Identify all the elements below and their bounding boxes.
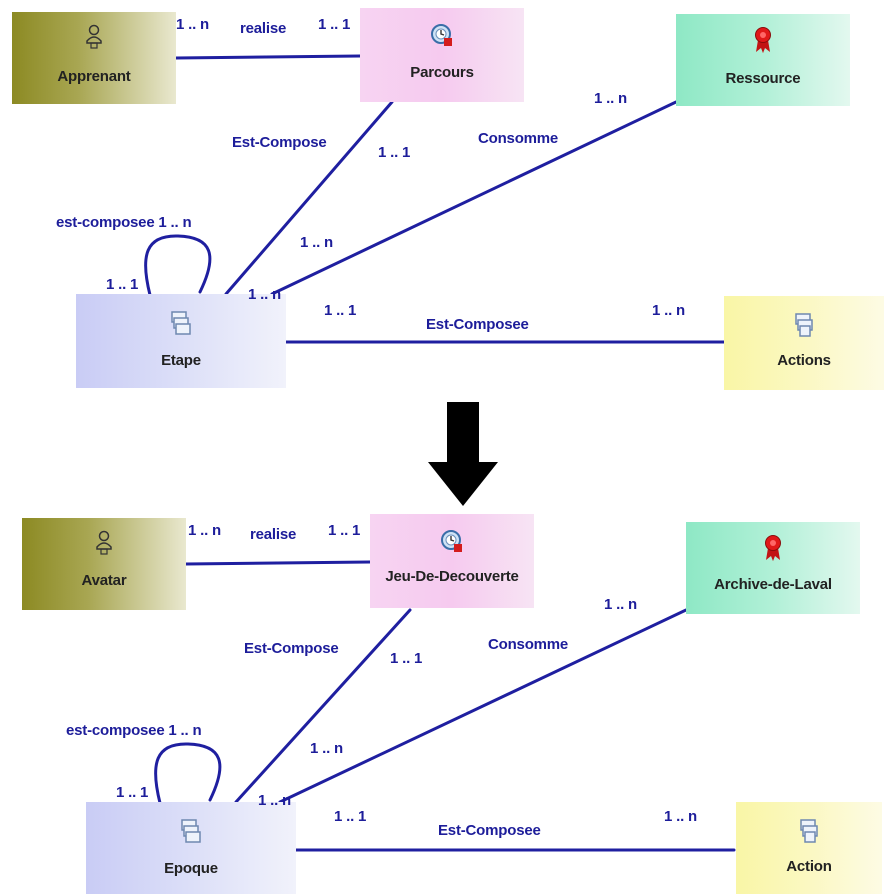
edge-realise-bottom [184, 560, 372, 566]
node-avatar[interactable]: Avatar [22, 518, 186, 610]
node-actions[interactable]: Actions [724, 296, 884, 390]
actor-icon [22, 530, 186, 561]
node-label: Apprenant [57, 68, 131, 85]
cardinality-label: 1 .. n [310, 740, 343, 757]
cardinality-label: 1 .. n [652, 302, 685, 319]
node-label: Parcours [410, 64, 474, 81]
clock-badge-icon [360, 22, 524, 53]
cardinality-label: 1 .. n [176, 16, 209, 33]
cardinality-label: 1 .. n [604, 596, 637, 613]
node-epoque[interactable]: Epoque [86, 802, 296, 894]
self-loop-top [144, 234, 212, 297]
edge-label-realise: realise [240, 20, 287, 37]
stacked-pages-icon [76, 310, 286, 343]
edge-est-compose-top [224, 100, 394, 296]
edge-label-consomme: Consomme [488, 636, 569, 653]
edge-consomme-bottom [278, 608, 688, 804]
cardinality-label: 1 .. n [248, 286, 281, 303]
cardinality-label: 1 .. 1 [378, 144, 411, 161]
node-etape[interactable]: Etape [76, 294, 286, 388]
cardinality-label: 1 .. n [300, 234, 333, 251]
stacked-pages-icon [724, 312, 884, 345]
cardinality-label: 1 .. 1 [106, 276, 139, 293]
cardinality-label: 1 .. n [258, 792, 291, 809]
actor-icon [12, 24, 176, 55]
node-jeu-de-decouverte[interactable]: Jeu-De-Decouverte [370, 514, 534, 608]
stacked-pages-icon [736, 818, 882, 851]
cardinality-label: 1 .. n [594, 90, 627, 107]
edge-label-est-composee: Est-Composee [426, 316, 529, 333]
node-ressource[interactable]: Ressource [676, 14, 850, 106]
cardinality-label: 1 .. 1 [318, 16, 351, 33]
award-ribbon-icon [676, 26, 850, 59]
cardinality-label: 1 .. 1 [116, 784, 149, 801]
edge-label-est-compose: Est-Compose [244, 640, 339, 657]
cardinality-label: 1 .. 1 [334, 808, 367, 825]
node-label: Actions [777, 352, 831, 369]
node-label: Jeu-De-Decouverte [385, 568, 519, 585]
node-action[interactable]: Action [736, 802, 882, 894]
node-label: Ressource [725, 70, 801, 87]
stacked-pages-icon [86, 818, 296, 851]
edge-label-est-composee: Est-Composee [438, 822, 541, 839]
edge-label-realise: realise [250, 526, 297, 543]
edge-label-est-compose: Est-Compose [232, 134, 327, 151]
node-label: Action [786, 858, 832, 875]
node-label: Epoque [164, 860, 218, 877]
node-parcours[interactable]: Parcours [360, 8, 524, 102]
clock-badge-icon [370, 528, 534, 559]
self-loop-bottom [154, 742, 222, 805]
cardinality-label: 1 .. n [664, 808, 697, 825]
self-loop-label: est-composee 1 .. n [66, 722, 202, 739]
node-apprenant[interactable]: Apprenant [12, 12, 176, 104]
edge-est-compose-bottom [234, 608, 412, 804]
cardinality-label: 1 .. 1 [324, 302, 357, 319]
cardinality-label: 1 .. 1 [328, 522, 361, 539]
cardinality-label: 1 .. n [188, 522, 221, 539]
node-label: Archive-de-Laval [714, 576, 832, 593]
award-ribbon-icon [686, 534, 860, 567]
edge-label-consomme: Consomme [478, 130, 559, 147]
self-loop-label: est-composee 1 .. n [56, 214, 192, 231]
node-label: Avatar [81, 572, 127, 589]
node-label: Etape [161, 352, 201, 369]
cardinality-label: 1 .. 1 [390, 650, 423, 667]
down-arrow-icon [428, 402, 498, 506]
node-archive-de-laval[interactable]: Archive-de-Laval [686, 522, 860, 614]
edge-realise-top [174, 54, 362, 60]
edge-consomme-top [270, 100, 678, 296]
